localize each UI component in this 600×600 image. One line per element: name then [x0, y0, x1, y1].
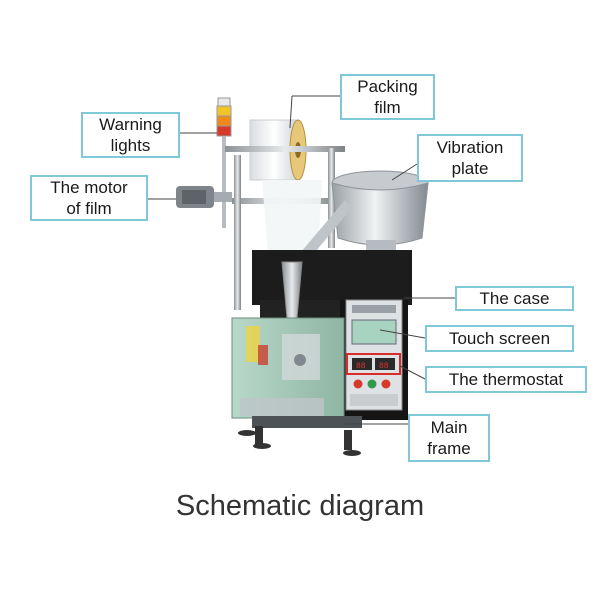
leader-lines: [148, 95, 455, 425]
base-frame: [238, 416, 362, 456]
control-panel: 88 88: [345, 299, 403, 411]
label-motor-line2: of film: [66, 199, 112, 218]
warning-light-tower: [216, 97, 232, 228]
label-thermostat-text: The thermostat: [448, 370, 564, 389]
label-touch-screen: Touch screen: [425, 325, 574, 352]
label-warning-lights-line1: Warning: [99, 115, 162, 134]
label-touch-screen-text: Touch screen: [448, 329, 551, 348]
label-vibration-line2: plate: [451, 159, 489, 178]
film-motor: [176, 186, 232, 208]
label-main-frame: Main frame: [408, 414, 490, 462]
label-packing-film: Packing film: [340, 74, 435, 120]
packing-film-roll: [225, 119, 345, 255]
svg-text:88: 88: [379, 362, 389, 371]
diagram-caption: Schematic diagram: [175, 490, 425, 522]
label-the-case-text: The case: [479, 289, 550, 308]
label-main-frame-line2: frame: [427, 439, 471, 458]
label-warning-lights-line2: lights: [110, 136, 151, 155]
label-packing-film-line2: film: [374, 98, 401, 117]
label-motor-line1: The motor: [50, 178, 128, 197]
label-thermostat: The thermostat: [425, 366, 587, 393]
vibration-plate-bowl: [290, 170, 429, 270]
label-vibration-line1: Vibration: [436, 138, 504, 157]
thermostat-highlight: [346, 353, 401, 375]
main-body: [231, 317, 345, 419]
label-vibration-plate: Vibration plate: [417, 134, 523, 182]
label-main-frame-line1: Main: [430, 418, 468, 437]
svg-text:88: 88: [356, 362, 366, 371]
label-warning-lights: Warning lights: [81, 112, 180, 158]
label-packing-film-line1: Packing: [357, 77, 418, 96]
label-the-case: The case: [455, 286, 574, 311]
label-motor-of-film: The motor of film: [30, 175, 148, 221]
